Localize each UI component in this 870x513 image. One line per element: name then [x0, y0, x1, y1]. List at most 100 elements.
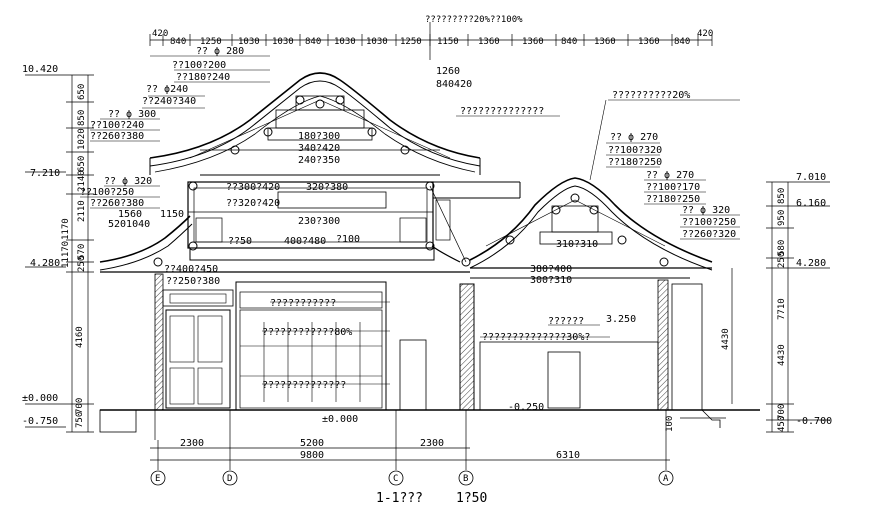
beam-7: ??50 [228, 236, 252, 247]
right-dimension-lines [731, 181, 830, 433]
elev-left-4: -0.750 [22, 416, 58, 427]
dim-top-r3: 840 [561, 37, 577, 47]
dim-left-9: 11170 [61, 241, 71, 268]
axis-label-e: E [155, 474, 160, 484]
dim-right-4: 7710 [777, 298, 787, 320]
label-lt-1: ??100?200 [172, 60, 226, 71]
axis-circle-c [388, 470, 404, 486]
label-lt-7: ??260?380 [90, 131, 144, 142]
note-4: ?????? [548, 316, 584, 327]
axis-label-b: B [463, 474, 468, 484]
elev-right-2: 4.280 [796, 258, 826, 269]
title-text: 1-1??? [376, 491, 423, 506]
dim-top-r0: 1150 [437, 37, 459, 47]
dim-left-8: 1170 [61, 218, 71, 240]
dim-top-r4: 1360 [594, 37, 616, 47]
beam-labels: 180?300 340?420 240?350 ??300?420 320?38… [164, 131, 598, 287]
dim-bottom-3: 9800 [300, 450, 324, 461]
label-rm-6: ?? ϕ 320 [682, 205, 730, 216]
dim-right-6: 4430 [721, 328, 731, 350]
dim-right-8: 450 [777, 416, 787, 432]
beam-1: 340?420 [298, 143, 340, 154]
label-rm-1: ??100?320 [608, 145, 662, 156]
dim-right-9: 100 [665, 416, 675, 432]
beam-10: 310?310 [556, 239, 598, 250]
dim-top-r1: 1360 [478, 37, 500, 47]
scale-text: 1?50 [456, 491, 487, 506]
right-dimension-labels: 850 950 580 250 7710 4430 4430 700 450 1… [665, 188, 787, 432]
dim-left-7: 250 [77, 256, 87, 272]
side-hall-roof [469, 177, 713, 279]
note-10: 840420 [436, 79, 472, 90]
label-lm-1: ??100?250 [80, 187, 134, 198]
main-hall-lower-roof [99, 181, 521, 271]
note-8: ±0.000 [322, 414, 358, 425]
dim-bottom-2: 2300 [420, 438, 444, 449]
label-rm-0: ?? ϕ 270 [610, 132, 658, 143]
dim-left-3: 650 [77, 156, 87, 172]
elev-left-0: 10.420 [22, 64, 58, 75]
dim-top-r2: 1360 [522, 37, 544, 47]
label-lt-6: ??100?240 [90, 120, 144, 131]
drawing-title: 1-1??? 1?50 [376, 491, 487, 506]
beam-4: 320?380 [306, 182, 348, 193]
label-lm-4: 5201040 [108, 219, 150, 230]
dim-top-r7: 420 [697, 29, 713, 39]
dim-right-0: 850 [777, 188, 787, 204]
dim-top-l7: 1030 [366, 37, 388, 47]
bottom-dimension-lines [150, 410, 670, 470]
label-rm-8: ??260?320 [682, 229, 736, 240]
dim-left-12: 700 [75, 398, 85, 414]
label-rm-3: ?? ϕ 270 [646, 170, 694, 181]
beam-8: 400?480 [284, 236, 326, 247]
label-lm-5: 1150 [160, 209, 184, 220]
left-mid-labels: ?? ϕ 320 ??100?250 ??260?380 1560 520104… [80, 176, 184, 230]
beam-12: ??250?380 [166, 276, 220, 287]
dim-left-6: 570 [77, 244, 87, 260]
axis-labels: E D C B A [155, 474, 669, 484]
beam-0: 180?300 [298, 131, 340, 142]
dim-top-l3: 1030 [238, 37, 260, 47]
beam-6: 230?300 [298, 216, 340, 227]
axis-markers [150, 470, 674, 486]
note-0: ?????????????? [460, 106, 544, 117]
dim-left-1: 850 [77, 110, 87, 126]
dim-right-2: 580 [777, 240, 787, 256]
label-lm-0: ?? ϕ 320 [104, 176, 152, 187]
beam-2: 240?350 [298, 155, 340, 166]
note-2: ????????????80% [262, 327, 352, 338]
dim-top-l0: 420 [152, 29, 168, 39]
top-dimension-chain [149, 22, 713, 60]
dim-bottom-4: 6310 [556, 450, 580, 461]
dim-left-10: 4160 [75, 326, 85, 348]
dim-left-0: 650 [77, 84, 87, 100]
left-dimension-lines [25, 74, 94, 433]
annotation-notes: ?????????????? ??????????? ????????????8… [262, 66, 636, 425]
right-mid-labels: ?? ϕ 270 ??100?320 ??180?250 ?? ϕ 270 ??… [608, 132, 736, 240]
top-note: ?????????20%??100% [425, 15, 523, 25]
beam-5: ??320?420 [226, 198, 280, 209]
dim-left-5: 2110 [77, 200, 87, 222]
left-top-labels: ?? ϕ 280 ??100?200 ??180?240 ?? ϕ240 ??2… [90, 46, 244, 142]
elev-left-2: 4.280 [30, 258, 60, 269]
note-5: 3.250 [606, 314, 636, 325]
note-7: -0.250 [508, 402, 544, 413]
elev-right-1: 6.160 [796, 198, 826, 209]
right-elevation-labels: 7.010 6.160 4.280 -0.700 [796, 172, 832, 427]
bottom-dimension-labels: 2300 5200 2300 9800 6310 [180, 438, 580, 461]
axis-circle-b [458, 470, 474, 486]
dim-right-7: 700 [777, 404, 787, 420]
left-elevation-labels: 10.420 7.210 4.280 ±0.000 -0.750 [22, 64, 60, 427]
beam-3: ??300?420 [226, 182, 280, 193]
axis-label-c: C [393, 474, 398, 484]
dim-top-l6: 1030 [334, 37, 356, 47]
right-note: ??????????20% [612, 90, 690, 101]
beam-14: 300?310 [530, 275, 572, 286]
label-lt-4: ??240?340 [142, 96, 196, 107]
note-1: ??????????? [270, 298, 336, 309]
dim-top-l4: 1030 [272, 37, 294, 47]
axis-circle-a [658, 470, 674, 486]
dim-right-1: 950 [777, 210, 787, 226]
